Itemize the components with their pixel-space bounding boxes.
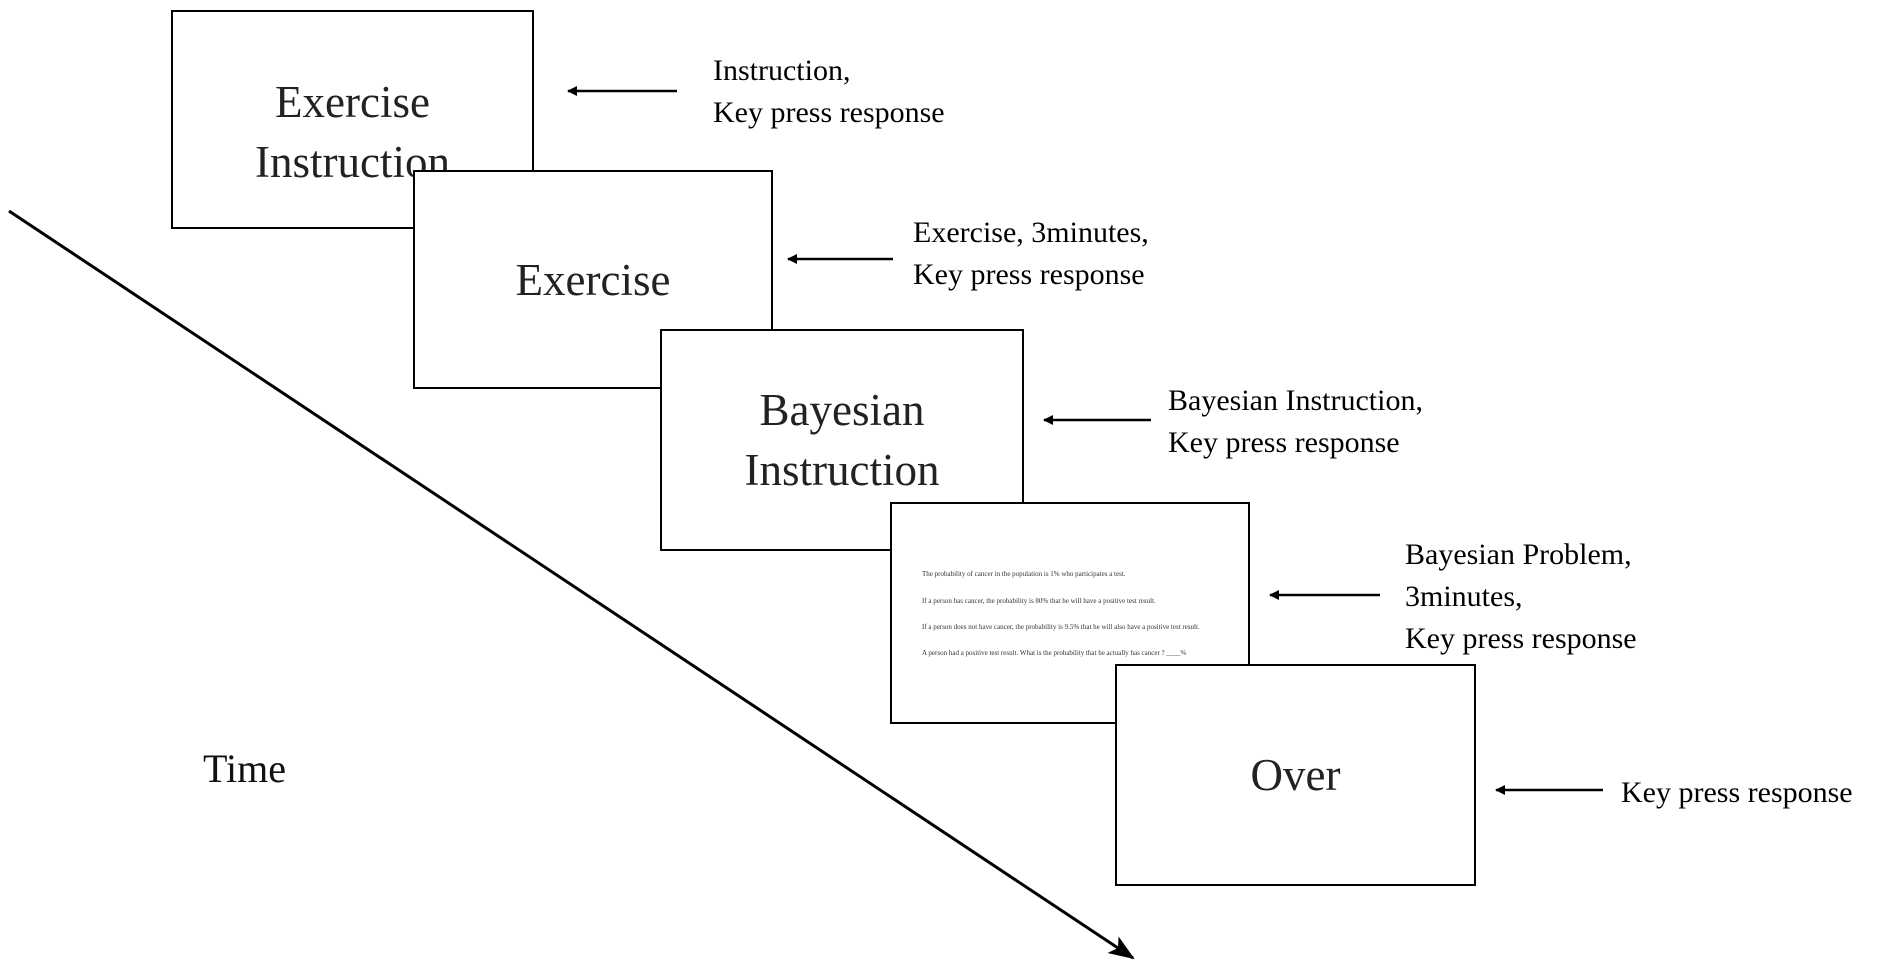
annotation-1-line-1: Instruction, <box>713 54 851 87</box>
annotation-2-line-1: Exercise, 3minutes, <box>913 216 1149 249</box>
annotation-4-line-1: Bayesian Problem, <box>1405 538 1632 571</box>
annotation-3-line-2: Key press response <box>1168 426 1400 459</box>
annotation-bayesian-instruction: Bayesian Instruction, Key press response <box>1168 380 1423 464</box>
annotation-bayesian-problem: Bayesian Problem, 3minutes, Key press re… <box>1405 534 1637 660</box>
annotation-4-line-3: Key press response <box>1405 622 1637 655</box>
screen-1-title-line-1: Exercise <box>275 77 430 127</box>
screen-exercise-title: Exercise <box>516 250 671 310</box>
annotation-4-line-2: 3minutes, <box>1405 580 1523 613</box>
screen-exercise: Exercise <box>413 170 773 389</box>
annotation-2-line-2: Key press response <box>913 258 1145 291</box>
screen-5-title-line-1: Over <box>1250 750 1341 800</box>
problem-line-4: A person had a positive test result. Wha… <box>922 649 1187 657</box>
annotation-5-line-1: Key press response <box>1621 776 1853 809</box>
screen-over: Over <box>1115 664 1476 886</box>
annotation-exercise: Exercise, 3minutes, Key press response <box>913 212 1149 296</box>
annotation-3-line-1: Bayesian Instruction, <box>1168 384 1423 417</box>
screen-2-title-line-1: Exercise <box>515 254 671 305</box>
time-arrow <box>8 209 1135 960</box>
problem-line-3: If a person does not have cancer, the pr… <box>922 623 1200 631</box>
problem-line-1: The probability of cancer in the populat… <box>922 570 1126 578</box>
screen-bayesian-instruction-title: Bayesian Instruction <box>745 380 940 500</box>
screen-over-title: Over <box>1251 745 1341 805</box>
annotation-exercise-instruction: Instruction, Key press response <box>713 50 945 134</box>
problem-line-2: If a person has cancer, the probability … <box>922 597 1156 605</box>
annotation-1-line-2: Key press response <box>713 96 945 129</box>
annotation-over: Key press response <box>1621 772 1853 814</box>
time-label: Time <box>203 746 287 791</box>
screen-bayesian-problem: The probability of cancer in the populat… <box>890 502 1250 724</box>
screen-3-title-line-1: Bayesian <box>759 385 925 435</box>
screen-3-title-line-2: Instruction <box>744 445 940 495</box>
